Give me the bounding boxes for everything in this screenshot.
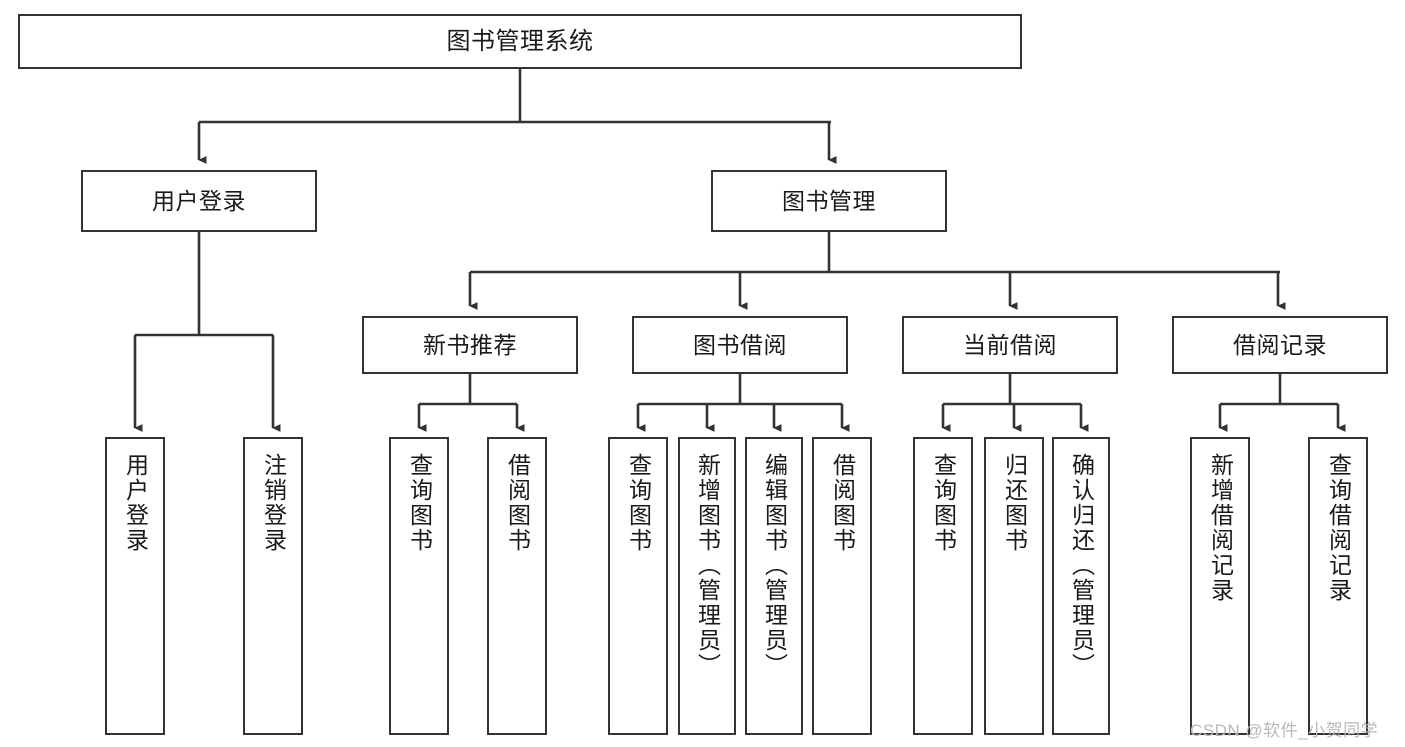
node-book-management[interactable]: 图书管理 bbox=[711, 170, 947, 232]
leaf-borrow-book[interactable]: 借阅图书 bbox=[812, 437, 872, 735]
node-current-borrow-label: 当前借阅 bbox=[963, 331, 1057, 358]
leaf-borrow-book-newbook-label: 借阅图书 bbox=[504, 453, 531, 553]
leaf-confirm-return-admin[interactable]: 确认归还（管理员） bbox=[1052, 437, 1110, 735]
node-new-book-recommend[interactable]: 新书推荐 bbox=[362, 316, 578, 374]
node-user-login-label: 用户登录 bbox=[152, 187, 246, 214]
node-book-management-label: 图书管理 bbox=[782, 187, 876, 214]
leaf-borrow-book-label: 借阅图书 bbox=[829, 453, 856, 553]
leaf-logout[interactable]: 注销登录 bbox=[243, 437, 303, 735]
leaf-user-login[interactable]: 用户登录 bbox=[105, 437, 165, 735]
leaf-return-book-label: 归还图书 bbox=[1001, 453, 1028, 553]
leaf-query-book-borrow[interactable]: 查询图书 bbox=[608, 437, 668, 735]
leaf-add-book-admin[interactable]: 新增图书（管理员） bbox=[678, 437, 736, 735]
leaf-query-book-newbook-label: 查询图书 bbox=[406, 453, 433, 553]
node-root[interactable]: 图书管理系统 bbox=[18, 14, 1022, 69]
leaf-confirm-return-admin-label: 确认归还（管理员） bbox=[1068, 453, 1095, 678]
node-book-borrow[interactable]: 图书借阅 bbox=[632, 316, 848, 374]
leaf-user-login-label: 用户登录 bbox=[122, 453, 149, 553]
leaf-edit-book-admin[interactable]: 编辑图书（管理员） bbox=[745, 437, 803, 735]
leaf-add-borrow-record-label: 新增借阅记录 bbox=[1207, 453, 1234, 603]
leaf-edit-book-admin-label: 编辑图书（管理员） bbox=[761, 453, 788, 678]
leaf-query-book-current[interactable]: 查询图书 bbox=[913, 437, 973, 735]
leaf-query-borrow-record-label: 查询借阅记录 bbox=[1325, 453, 1352, 603]
node-borrow-record-label: 借阅记录 bbox=[1233, 331, 1327, 358]
csdn-watermark: CSDN @软件_小贺同学 bbox=[1190, 721, 1379, 740]
node-new-book-recommend-label: 新书推荐 bbox=[423, 331, 517, 358]
leaf-logout-label: 注销登录 bbox=[260, 453, 287, 553]
leaf-add-book-admin-label: 新增图书（管理员） bbox=[694, 453, 721, 678]
node-root-label: 图书管理系统 bbox=[446, 27, 594, 55]
leaf-return-book[interactable]: 归还图书 bbox=[984, 437, 1044, 735]
leaf-query-book-current-label: 查询图书 bbox=[930, 453, 957, 553]
leaf-add-borrow-record[interactable]: 新增借阅记录 bbox=[1190, 437, 1250, 735]
node-book-borrow-label: 图书借阅 bbox=[693, 331, 787, 358]
leaf-query-book-borrow-label: 查询图书 bbox=[625, 453, 652, 553]
node-user-login[interactable]: 用户登录 bbox=[81, 170, 317, 232]
node-borrow-record[interactable]: 借阅记录 bbox=[1172, 316, 1388, 374]
leaf-query-book-newbook[interactable]: 查询图书 bbox=[389, 437, 449, 735]
leaf-query-borrow-record[interactable]: 查询借阅记录 bbox=[1308, 437, 1368, 735]
leaf-borrow-book-newbook[interactable]: 借阅图书 bbox=[487, 437, 547, 735]
node-current-borrow[interactable]: 当前借阅 bbox=[902, 316, 1118, 374]
